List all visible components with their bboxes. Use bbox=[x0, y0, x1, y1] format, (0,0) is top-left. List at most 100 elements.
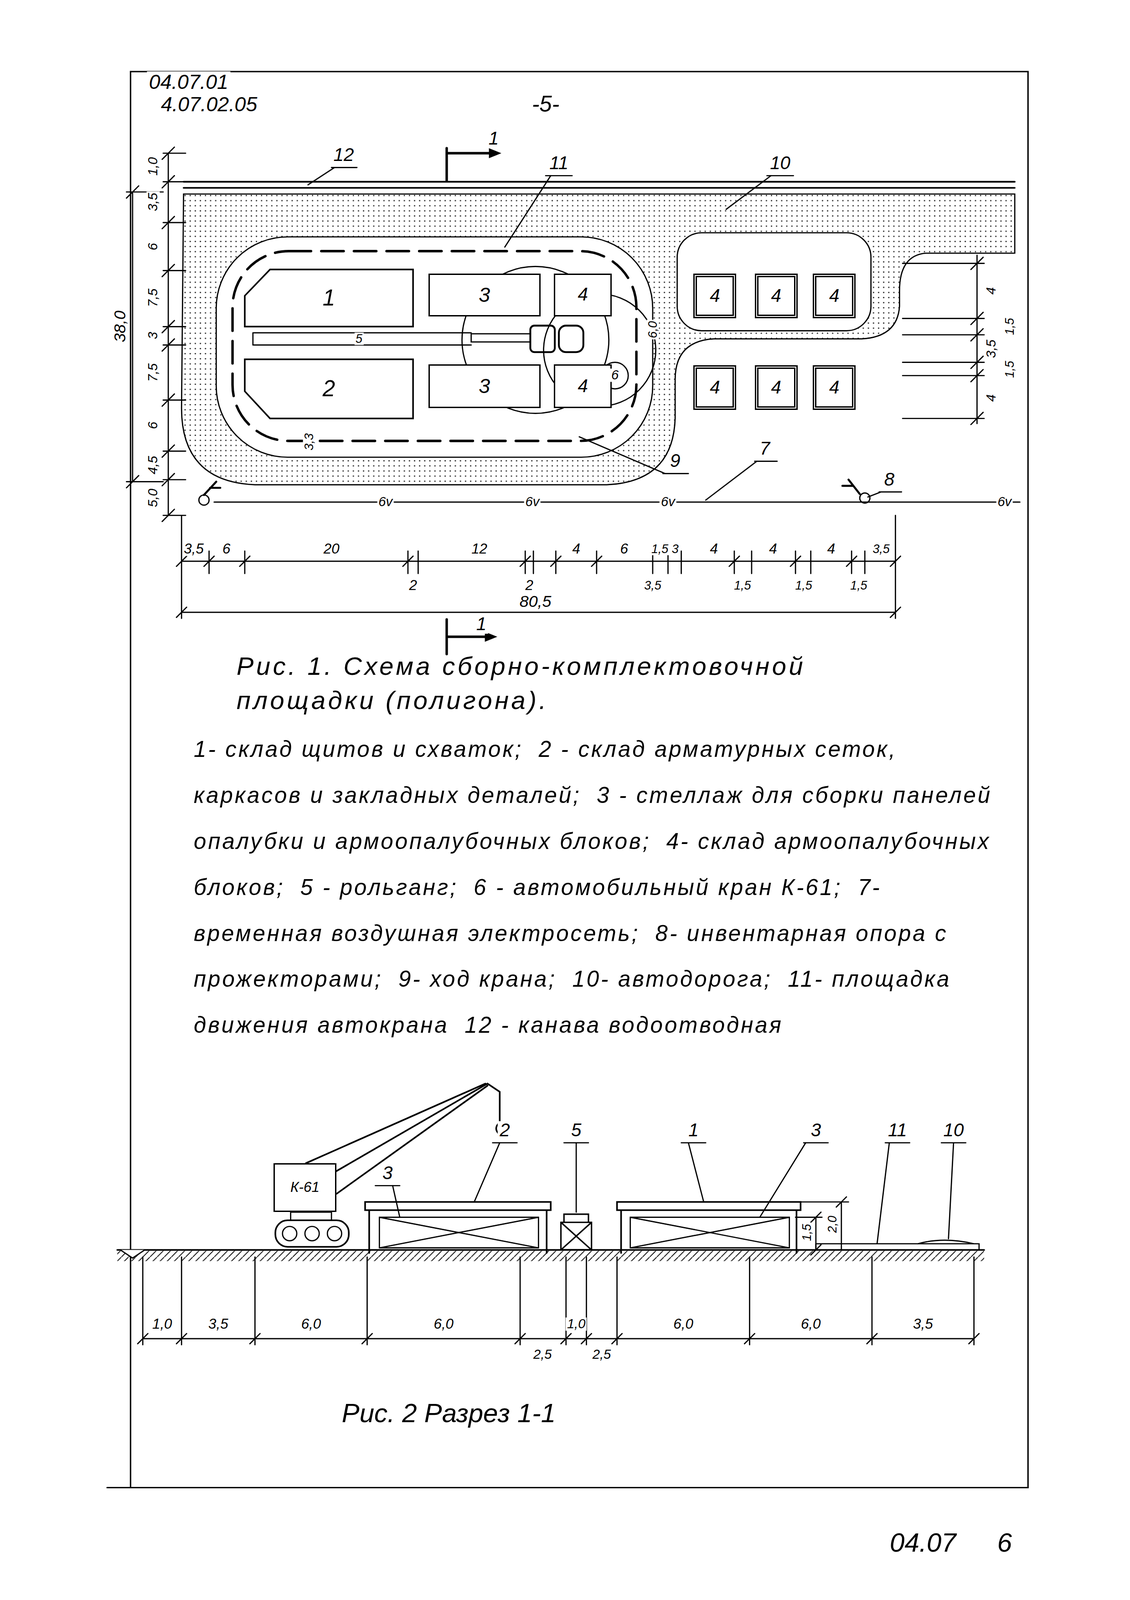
stack bbox=[630, 1217, 790, 1248]
dimension: 1,5 bbox=[849, 579, 869, 592]
callout-number: 1 bbox=[686, 1120, 701, 1140]
road-surface bbox=[181, 194, 1015, 486]
sheet-code: 04.07.01 bbox=[146, 71, 231, 93]
crane-tracks bbox=[275, 1219, 349, 1247]
box-outline bbox=[244, 359, 413, 419]
dimension: 6 bbox=[146, 420, 160, 431]
crane-wheel bbox=[304, 1226, 320, 1241]
dimension: 2,5 bbox=[531, 1347, 553, 1362]
floodlight-pole bbox=[198, 495, 209, 506]
sheet-number: 04.07 bbox=[887, 1528, 959, 1556]
node-label: К-61 bbox=[290, 1179, 320, 1195]
dimension: 4 bbox=[767, 541, 779, 556]
crane-body: К-61 bbox=[273, 1162, 337, 1212]
callout-number: 2 bbox=[497, 1120, 512, 1140]
node-label: 3 bbox=[478, 283, 491, 306]
line-code: 6v bbox=[376, 495, 394, 509]
storage-shelter bbox=[365, 1201, 551, 1253]
dimension: 6,0 bbox=[432, 1316, 455, 1331]
dimension-line bbox=[795, 1196, 849, 1255]
dimension: 7,5 bbox=[146, 287, 160, 309]
legend-item: 6 - автомобильный кран К-61; bbox=[473, 874, 842, 900]
block-storage: 4 bbox=[553, 273, 613, 317]
section-mark: 1 bbox=[474, 614, 489, 634]
line-code: 6v bbox=[659, 495, 677, 509]
dimension: 1,0 bbox=[150, 1316, 174, 1331]
sheet-frame bbox=[107, 71, 1028, 1487]
assembly-rack: 3 bbox=[428, 364, 541, 408]
dimension-line bbox=[176, 515, 901, 619]
dimension: 4 bbox=[570, 541, 582, 556]
legend-text: 1- склад щитов и схваток;2 - склад армат… bbox=[193, 726, 1010, 1048]
dimension: 4,5 bbox=[146, 454, 160, 476]
block-storage: 4 bbox=[553, 364, 613, 408]
callout-number: 10 bbox=[941, 1120, 966, 1140]
dimension: 6,0 bbox=[799, 1316, 823, 1331]
assembly-rack: 3 bbox=[428, 273, 541, 317]
node-label: 4 bbox=[770, 285, 781, 306]
dimension: 4 bbox=[708, 541, 720, 556]
dimension: 3,5 bbox=[984, 338, 998, 360]
ground-line bbox=[117, 1248, 985, 1251]
dimension: 7,5 bbox=[146, 361, 160, 383]
node-label: 4 bbox=[577, 376, 588, 397]
figure-caption: Рис. 2 Разрез 1-1 bbox=[339, 1399, 559, 1426]
dimension: 6 bbox=[618, 541, 630, 556]
legend-item: 5 - рольганг; bbox=[300, 874, 459, 900]
road-island bbox=[677, 232, 872, 331]
dimension: 2 bbox=[407, 578, 419, 593]
legend-item: 9- ход крана; bbox=[398, 965, 557, 991]
callout-number: 9 bbox=[668, 451, 682, 470]
legend-item: 12 - канава водоотводная bbox=[464, 1011, 784, 1038]
legend-item: 10- автодорога; bbox=[572, 965, 772, 991]
dimension: 3,5 bbox=[911, 1316, 935, 1331]
crane-path-marking bbox=[232, 251, 637, 441]
dimension: 6,0 bbox=[646, 319, 659, 340]
legend-item: 1- склад щитов и схваток; bbox=[193, 736, 523, 762]
callout-number: 7 bbox=[758, 439, 772, 458]
dimension: 1,0 bbox=[146, 155, 160, 177]
callout-number: 8 bbox=[882, 469, 897, 489]
node-label: 4 bbox=[577, 284, 588, 305]
callout-number: 5 bbox=[569, 1120, 584, 1140]
callout-number: 12 bbox=[331, 145, 357, 165]
block-storage: 4 bbox=[693, 273, 737, 319]
dimension: 2,0 bbox=[825, 1214, 839, 1234]
crane-wheel bbox=[282, 1226, 297, 1241]
block-storage: 4 bbox=[754, 273, 798, 319]
line-code: 6v bbox=[524, 495, 542, 509]
callout-number: 3 bbox=[380, 1163, 395, 1182]
stack bbox=[379, 1217, 539, 1248]
dimension: 80,5 bbox=[517, 593, 553, 610]
section-mark: 1 bbox=[486, 129, 501, 148]
drainage-ditch-section bbox=[120, 1249, 145, 1258]
node-label: 4 bbox=[709, 377, 720, 398]
dimension: 20 bbox=[322, 541, 341, 556]
callout-number: 3 bbox=[809, 1120, 823, 1140]
node-label: 4 bbox=[770, 377, 781, 398]
figure-caption: Рис. 1. Схема сборно-комплектовочной пло… bbox=[236, 648, 951, 718]
node-label: 4 bbox=[709, 285, 720, 306]
crane-turntable bbox=[290, 1211, 332, 1220]
block-storage: 4 bbox=[693, 365, 737, 410]
sheet-code: -5- bbox=[529, 92, 562, 116]
node-label: 4 bbox=[829, 377, 840, 398]
dimension: 3 bbox=[146, 330, 160, 341]
dimension: 38,0 bbox=[112, 309, 129, 345]
dimension: 3 bbox=[670, 542, 680, 555]
callout-number: 11 bbox=[547, 154, 571, 173]
callout-number: 10 bbox=[768, 154, 793, 173]
crane-wheel bbox=[327, 1226, 342, 1241]
box-outline bbox=[244, 269, 413, 327]
overhead-power-line bbox=[214, 501, 1021, 503]
node-label: 4 bbox=[829, 285, 840, 306]
dimension: 1,5 bbox=[1003, 316, 1017, 337]
dimension: 6 bbox=[146, 241, 160, 252]
dimension-line bbox=[126, 147, 186, 522]
dimension: 3,5 bbox=[206, 1316, 230, 1331]
crane-cab bbox=[530, 325, 555, 352]
dimension: 3,5 bbox=[182, 541, 206, 556]
dimension: 1,5 bbox=[650, 542, 670, 555]
leader-line bbox=[375, 1142, 966, 1244]
